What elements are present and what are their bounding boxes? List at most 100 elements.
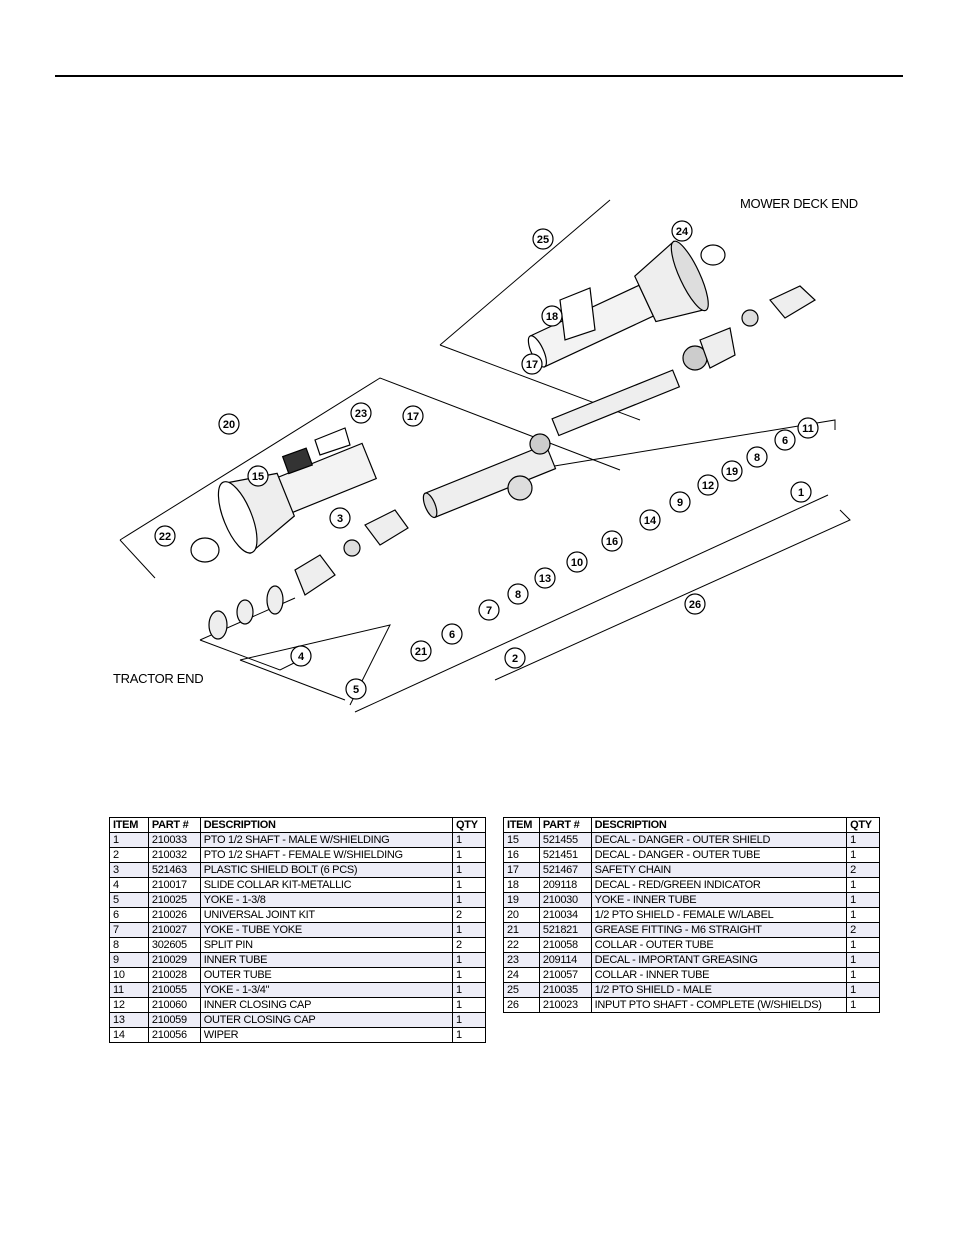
- callout-circle: [697, 474, 719, 496]
- callout-number: 1: [798, 487, 804, 499]
- cell-description: DECAL - IMPORTANT GREASING: [590, 952, 848, 968]
- cell-part-number: 210056: [147, 1027, 201, 1043]
- callout-19: 19: [721, 460, 743, 482]
- cell-qty: 1: [846, 937, 880, 953]
- header-description: DESCRIPTION: [590, 817, 848, 833]
- callout-circle: [507, 583, 529, 605]
- callout-circle: [441, 623, 463, 645]
- cell-qty: 1: [452, 1012, 486, 1028]
- callout-12: 12: [697, 474, 719, 496]
- cell-part-number: 521451: [538, 847, 592, 863]
- callout-circle: [721, 460, 743, 482]
- cell-item: 6: [109, 907, 149, 923]
- callout-1: 1: [790, 481, 812, 503]
- cell-description: GREASE FITTING - M6 STRAIGHT: [590, 922, 848, 938]
- header-item: ITEM: [503, 817, 540, 833]
- cell-part-number: 210057: [538, 967, 592, 983]
- callout-22: 22: [154, 525, 176, 547]
- cell-part-number: 209118: [538, 877, 592, 893]
- cell-part-number: 210027: [147, 922, 201, 938]
- callout-16: 16: [601, 530, 623, 552]
- cell-item: 16: [503, 847, 540, 863]
- callout-number: 8: [515, 589, 521, 601]
- cell-description: YOKE - 1-3/8: [199, 892, 454, 908]
- cell-part-number: 210029: [147, 952, 201, 968]
- header-part: PART #: [147, 817, 201, 833]
- callout-circle: [290, 645, 312, 667]
- callout-number: 8: [754, 452, 760, 464]
- cell-qty: 2: [452, 937, 486, 953]
- parts: [190, 240, 816, 640]
- outer-tube: [422, 443, 557, 519]
- cell-qty: 2: [846, 922, 880, 938]
- decal-red-green: [559, 287, 596, 341]
- callout-number: 18: [546, 311, 558, 323]
- bracket-4-lower: [199, 639, 301, 671]
- table-header-row: ITEM PART # DESCRIPTION QTY: [503, 817, 880, 833]
- cell-item: 18: [503, 877, 540, 893]
- callout-circle: [774, 429, 796, 451]
- cell-part-number: 210059: [147, 1012, 201, 1028]
- cell-item: 24: [503, 967, 540, 983]
- yoke-19: [699, 327, 736, 369]
- callout-4: 4: [290, 645, 312, 667]
- cell-part-number: 210033: [147, 832, 201, 848]
- cell-qty: 2: [846, 862, 880, 878]
- mower-deck-end-label: MOWER DECK END: [740, 196, 858, 211]
- bracket-1: [529, 419, 836, 471]
- header-item: ITEM: [109, 817, 149, 833]
- callout-number: 6: [782, 435, 788, 447]
- group-brackets: [119, 199, 851, 713]
- callout-17: 17: [402, 405, 424, 427]
- callout-5: 5: [345, 678, 367, 700]
- cell-description: INNER CLOSING CAP: [199, 997, 454, 1013]
- callout-8: 8: [507, 583, 529, 605]
- callout-14: 14: [639, 509, 661, 531]
- cell-item: 21: [503, 922, 540, 938]
- cell-description: OUTER TUBE: [199, 967, 454, 983]
- cell-description: SPLIT PIN: [199, 937, 454, 953]
- cell-description: COLLAR - INNER TUBE: [590, 967, 848, 983]
- callout-circle: [521, 353, 543, 375]
- callout-circle: [532, 228, 554, 250]
- callout-number: 22: [159, 531, 171, 543]
- cell-description: DECAL - DANGER - OUTER SHIELD: [590, 832, 848, 848]
- cell-qty: 1: [452, 847, 486, 863]
- cell-qty: 1: [846, 997, 880, 1013]
- cell-part-number: 210055: [147, 982, 201, 998]
- callout-number: 11: [802, 423, 814, 435]
- cell-description: PTO 1/2 SHAFT - MALE W/SHIELDING: [199, 832, 454, 848]
- header-qty: QTY: [846, 817, 880, 833]
- callout-number: 26: [689, 599, 701, 611]
- callout-6: 6: [774, 429, 796, 451]
- yoke-7: [364, 509, 409, 546]
- callout-circle: [671, 220, 693, 242]
- cell-item: 14: [109, 1027, 149, 1043]
- callout-11: 11: [797, 417, 819, 439]
- collar-inner-tube: [700, 244, 726, 266]
- cell-item: 20: [503, 907, 540, 923]
- cell-qty: 1: [452, 982, 486, 998]
- callout-circle: [402, 405, 424, 427]
- collar-part-b: [236, 599, 254, 625]
- cell-item: 15: [503, 832, 540, 848]
- callout-number: 13: [539, 573, 551, 585]
- cell-part-number: 210026: [147, 907, 201, 923]
- callout-13: 13: [534, 567, 556, 589]
- cell-part-number: 302605: [147, 937, 201, 953]
- cell-qty: 1: [846, 952, 880, 968]
